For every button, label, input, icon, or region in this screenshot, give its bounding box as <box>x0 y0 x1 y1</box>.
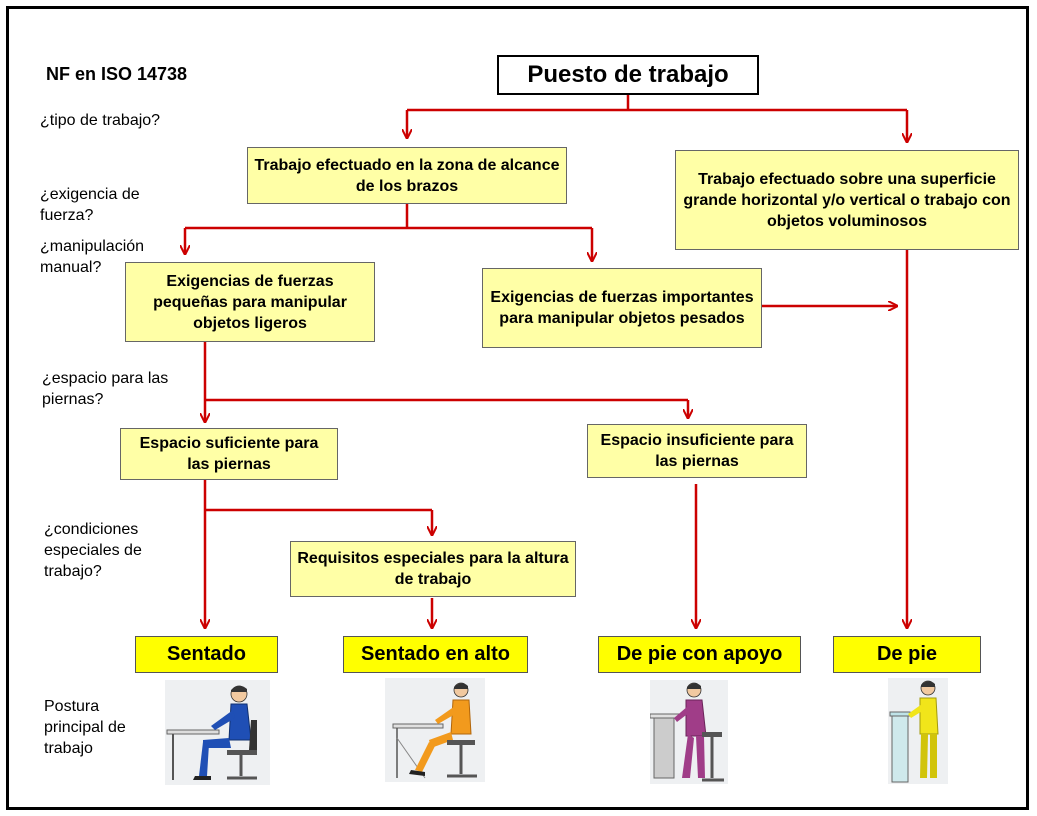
root-box-title: Puesto de trabajo <box>497 55 759 95</box>
question-postura: Postura principal de trabajo <box>44 698 126 757</box>
posture-de-pie: De pie <box>833 636 981 673</box>
box-fuerzas-importantes: Exigencias de fuerzas importantes para m… <box>482 268 762 348</box>
posture-sentado-alto: Sentado en alto <box>343 636 528 673</box>
arrow-zona-split <box>185 204 592 230</box>
posture-de-pie-apoyo: De pie con apoyo <box>598 636 801 673</box>
box-espacio-insuficiente: Espacio insuficiente para las piernas <box>587 424 807 478</box>
standing-support-worker-figure <box>650 680 728 784</box>
seated-high-worker-figure <box>385 678 485 782</box>
question-manipulacion: ¿manipulación manual? <box>40 238 145 276</box>
standard-label: NF en ISO 14738 <box>46 64 188 84</box>
box-superficie-grande: Trabajo efectuado sobre una superficie g… <box>675 150 1019 250</box>
posture-sentado: Sentado <box>135 636 278 673</box>
box-espacio-suficiente: Espacio suficiente para las piernas <box>120 428 338 480</box>
diagram-frame <box>6 6 1029 810</box>
arrow-title-split <box>407 95 907 112</box>
box-zona-alcance: Trabajo efectuado en la zona de alcance … <box>247 147 567 204</box>
box-fuerzas-pequenas: Exigencias de fuerzas pequeñas para mani… <box>125 262 375 342</box>
standing-worker-figure <box>888 678 948 784</box>
arrow-pequenas-split <box>203 342 688 402</box>
question-tipo: ¿tipo de trabajo? <box>40 112 161 129</box>
box-requisitos-especiales: Requisitos especiales para la altura de … <box>290 541 576 597</box>
question-condiciones: ¿condiciones especiales de trabajo? <box>44 521 142 580</box>
question-espacio: ¿espacio para las piernas? <box>42 370 169 408</box>
question-fuerza: ¿exigencia de fuerza? <box>40 186 140 224</box>
seated-worker-figure <box>165 680 270 785</box>
